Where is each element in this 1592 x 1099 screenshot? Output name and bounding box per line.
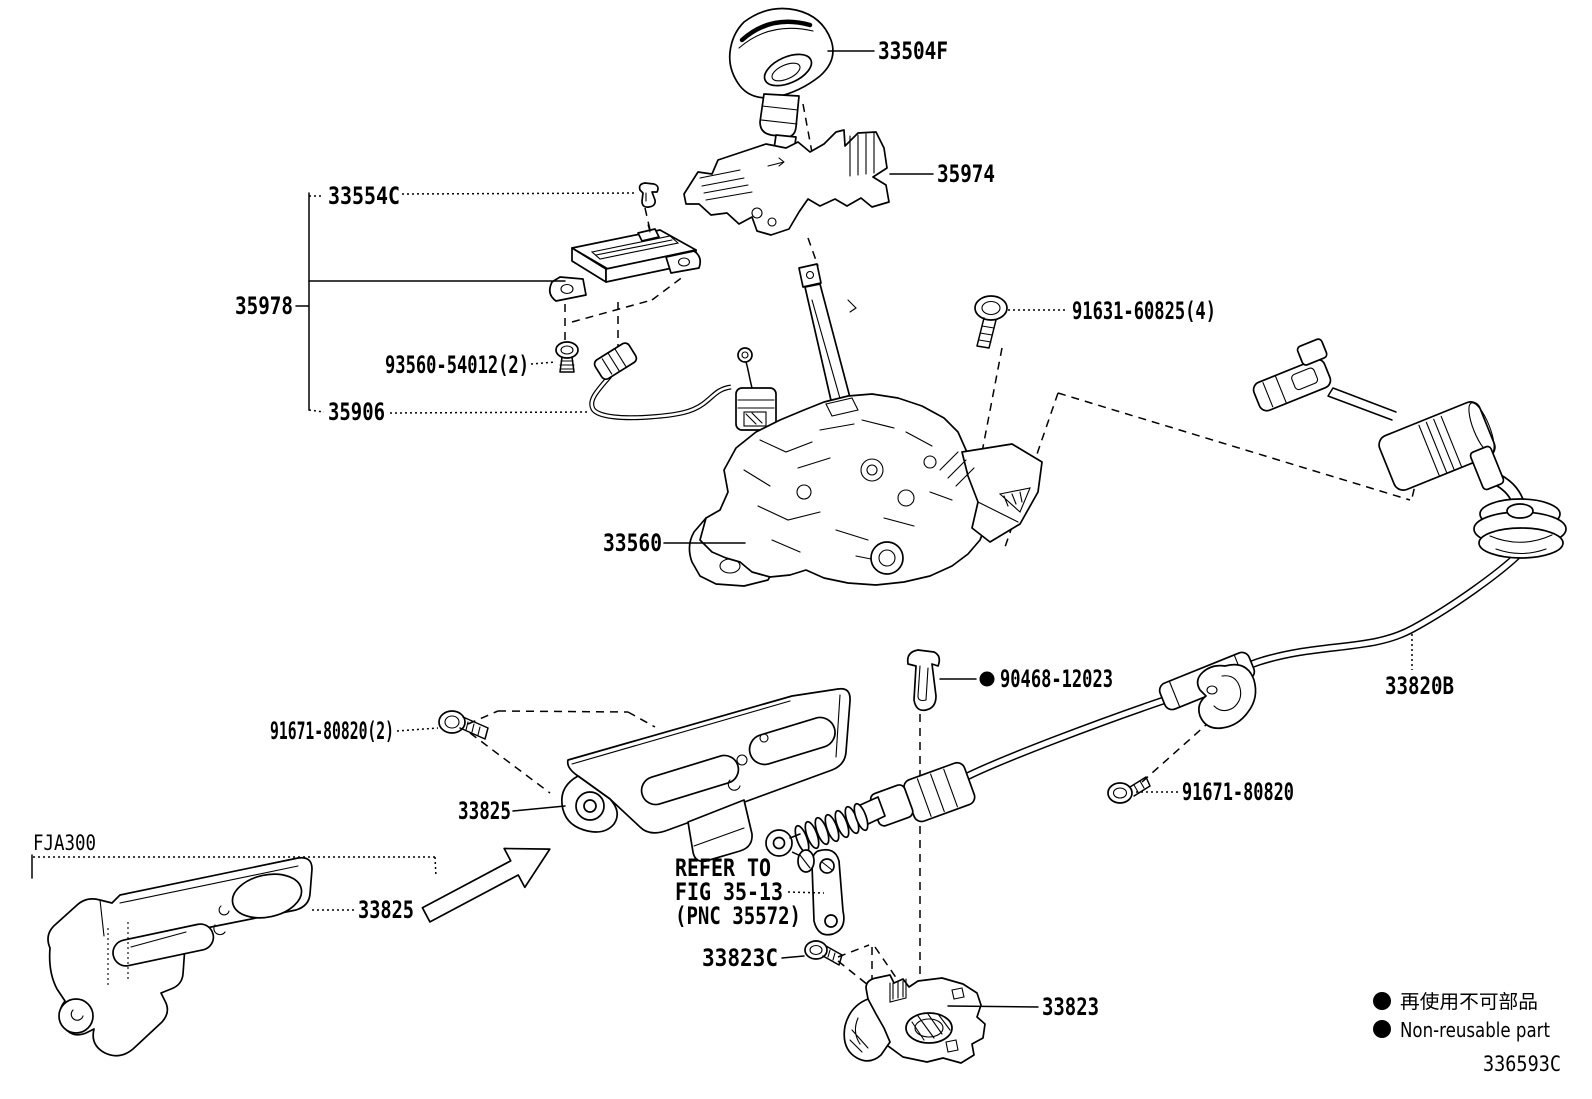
assembly-bolt-part-number: 91631-60825(4) — [1072, 297, 1216, 325]
indicator-wire-drawing — [589, 342, 777, 431]
shift-lever-housing-drawing — [683, 129, 890, 236]
shift-knob-drawing — [728, 7, 834, 152]
clamp-bolt-drawing — [1107, 776, 1151, 804]
model-code: FJA300 — [33, 831, 96, 855]
control-cable-drawing — [765, 338, 1567, 857]
indicator-clip-drawing — [638, 182, 659, 208]
cover-lower-part-number: 33825 — [358, 896, 414, 924]
legend-dot-jp — [1373, 992, 1391, 1010]
indicator-screw-drawing — [555, 341, 579, 373]
shift-lever-shaft-drawing — [798, 263, 858, 432]
assembly-bolt-drawing — [974, 295, 1008, 349]
figure-code: 336593C — [1483, 1052, 1561, 1076]
console-cover-lower-drawing — [47, 856, 313, 1057]
cable-clip-drawing — [906, 649, 941, 712]
assembly-relation-dashes — [467, 103, 1425, 1002]
housing-part-number: 35974 — [937, 160, 995, 188]
cable-clip-part-number: 90468-12023 — [1000, 665, 1113, 693]
legend-text-en: Non-reusable part — [1400, 1018, 1550, 1042]
cover-bolt-drawing — [438, 710, 489, 740]
shift-lever-assembly-drawing — [688, 393, 1043, 587]
cover-upper-part-number: 33825 — [458, 797, 511, 825]
leader-lines — [31, 50, 1413, 1008]
indicator-clip-part-number: 33554C — [328, 182, 400, 210]
shift-lever-assembly-part-number: 33560 — [603, 529, 662, 557]
bracket-bolt-part-number: 33823C — [702, 944, 778, 972]
legend-text-jp: 再使用不可部品 — [1400, 991, 1538, 1013]
cover-bolt-part-number: 91671-80820(2) — [270, 717, 394, 745]
link-rod-drawing — [797, 848, 845, 936]
direction-arrow — [421, 847, 551, 923]
refer-note-line2: FIG 35-13 — [675, 878, 783, 906]
knob-part-number: 33504F — [878, 37, 948, 65]
non-reusable-dot — [979, 671, 995, 687]
bracket-bolt-drawing — [804, 940, 843, 966]
refer-note-line1: REFER TO — [675, 854, 771, 882]
control-cable-part-number: 33820B — [1385, 672, 1454, 700]
indicator-screw-part-number: 93560-54012(2) — [385, 351, 529, 379]
notes: FJA300 REFER TO FIG 35-13 (PNC 35572) 再使… — [33, 831, 1561, 1076]
part-labels: 33504F 35974 33554C 35978 93560-54012(2)… — [235, 37, 1454, 1021]
cable-bracket-drawing — [843, 974, 986, 1064]
indicator-group-part-number: 35978 — [235, 292, 293, 320]
refer-note-line3: (PNC 35572) — [675, 902, 801, 930]
cable-bracket-part-number: 33823 — [1042, 993, 1099, 1021]
indicator-wire-part-number: 35906 — [328, 398, 385, 426]
console-cover-upper-drawing — [560, 687, 851, 863]
position-indicator-drawing — [548, 224, 702, 302]
legend-dot-en — [1373, 1020, 1391, 1038]
clamp-bolt-part-number: 91671-80820 — [1182, 778, 1294, 806]
